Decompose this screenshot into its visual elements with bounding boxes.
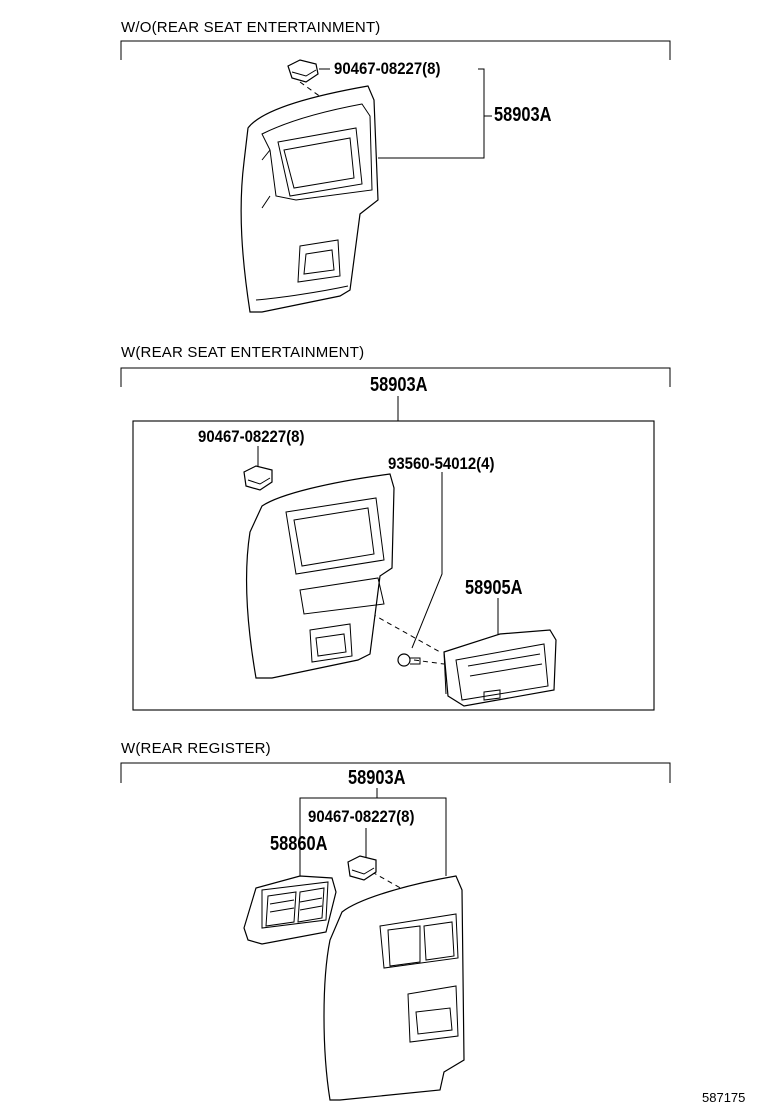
section2-clip-part-number[interactable]: 90467-08227(8) <box>198 427 305 446</box>
section3-register-part-number[interactable]: 58860A <box>270 833 328 855</box>
section1-clip-illustration <box>287 59 319 83</box>
section1-bracket <box>120 40 671 60</box>
section2-tray-part-number[interactable]: 58905A <box>465 577 523 599</box>
section3-title: W(REAR REGISTER) <box>121 740 271 757</box>
section1-clip-part-number[interactable]: 90467-08227(8) <box>334 59 441 78</box>
section2-bracket <box>120 367 671 711</box>
section2-assembly-part-number[interactable]: 58903A <box>370 374 428 396</box>
section2-tray-illustration <box>443 629 557 707</box>
section1-title: W/O(REAR SEAT ENTERTAINMENT) <box>121 19 381 36</box>
section3-clip-illustration <box>347 855 377 881</box>
section3-console-panel <box>323 875 465 1101</box>
section3-bracket <box>120 762 671 876</box>
section3-clip-part-number[interactable]: 90467-08227(8) <box>308 807 415 826</box>
section3-assembly-part-number[interactable]: 58903A <box>348 767 406 789</box>
section2-clip-illustration <box>243 465 273 491</box>
section3-register-illustration <box>243 875 337 945</box>
section1-panel-part-number[interactable]: 58903A <box>494 104 552 126</box>
section2-title: W(REAR SEAT ENTERTAINMENT) <box>121 344 365 361</box>
section2-screw-part-number[interactable]: 93560-54012(4) <box>388 454 495 473</box>
section2-screw-illustration <box>397 653 421 667</box>
section1-console-panel <box>240 85 379 313</box>
diagram-reference-number: 587175 <box>702 1090 746 1105</box>
section2-console-panel <box>246 473 395 679</box>
